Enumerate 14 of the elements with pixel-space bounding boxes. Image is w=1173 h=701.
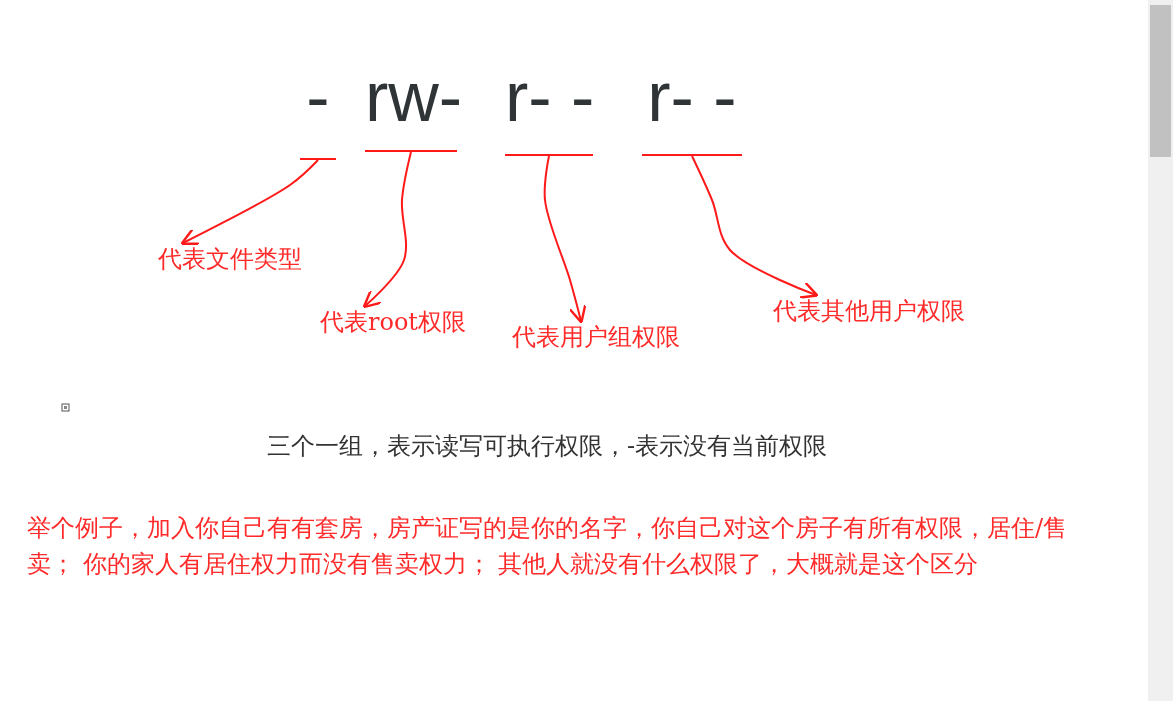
- permission-text: -: [300, 62, 336, 160]
- arrow: [543, 155, 587, 324]
- note-text: 三个一组，表示读写可执行权限，-表示没有当前权限: [267, 431, 829, 462]
- permission-text: r- -: [642, 62, 742, 156]
- annotation-label: 代表用户组权限: [512, 323, 710, 355]
- arrow: [180, 159, 319, 245]
- arrow: [691, 155, 819, 299]
- example-paragraph: 举个例子，加入你自己有有套房，房产证写的是你的名字，你自己对这个房子有所有权限，居住/售卖； 你的家人有居住权力而没有售卖权力； 其他人就没有什么权限了，大概就是这个区分: [27, 513, 1069, 580]
- annotation-label: 代表文件类型: [158, 245, 328, 277]
- permission-text: rw-: [365, 62, 457, 152]
- annotation-label: 代表其他用户权限: [773, 297, 999, 329]
- arrow: [362, 151, 412, 309]
- annotation-label: 代表root权限: [320, 308, 490, 340]
- permission-text: r- -: [505, 62, 593, 156]
